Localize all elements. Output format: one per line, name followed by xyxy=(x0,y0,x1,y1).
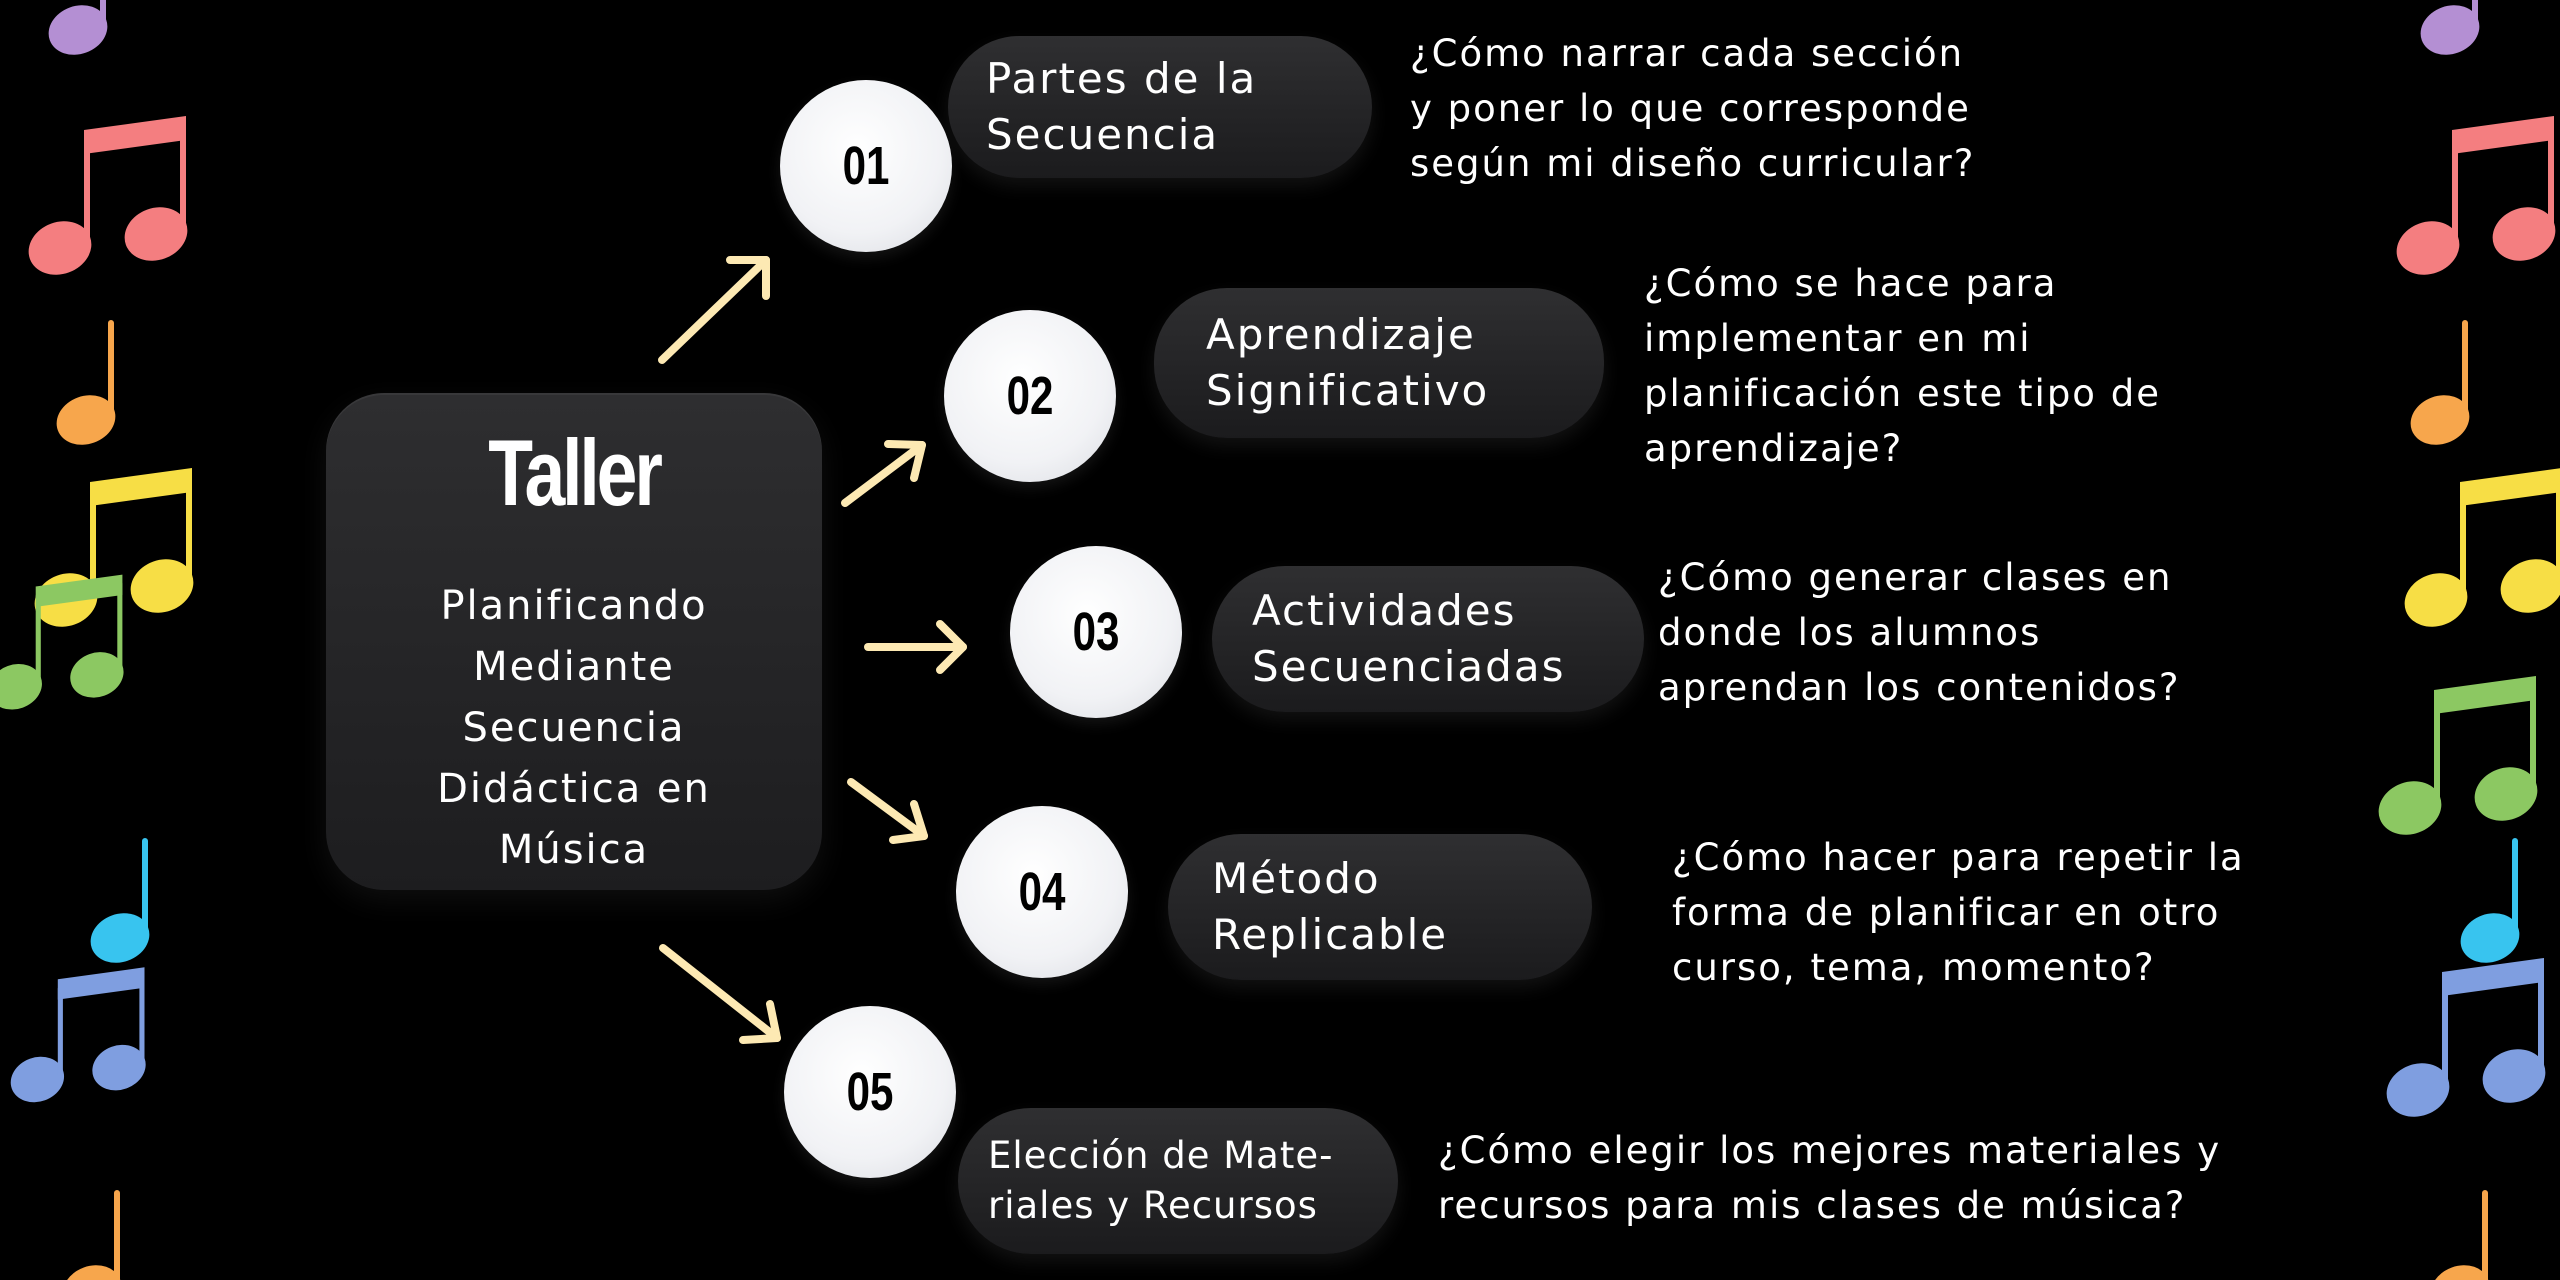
number-badge-02: 02 xyxy=(944,310,1116,482)
topic-label-02: Aprendizaje Significativo xyxy=(1206,310,1490,415)
question-03: ¿Cómo generar clases en donde los alumno… xyxy=(1658,556,2181,709)
topic-pill-04: Método Replicable xyxy=(1168,834,1592,980)
number-text-03: 03 xyxy=(1072,602,1120,662)
number-text-02: 02 xyxy=(1006,366,1054,426)
arrow-to-item-04 xyxy=(847,778,928,844)
number-badge-05: 05 xyxy=(784,1006,956,1178)
topic-pill-01: Partes de la Secuencia xyxy=(948,36,1372,178)
question-01: ¿Cómo narrar cada sección y poner lo que… xyxy=(1410,32,1976,185)
hub-title: Taller xyxy=(488,420,663,525)
hub-subtitle: Planificando Mediante Secuencia Didáctic… xyxy=(437,583,711,873)
topic-label-03: Actividades Secuenciadas xyxy=(1252,586,1566,691)
topic-label-01: Partes de la Secuencia xyxy=(986,54,1258,159)
arrow-to-item-03 xyxy=(864,620,967,674)
number-text-05: 05 xyxy=(846,1062,894,1122)
topic-pill-02: Aprendizaje Significativo xyxy=(1154,288,1604,438)
topic-label-04: Método Replicable xyxy=(1212,854,1449,959)
question-04: ¿Cómo hacer para repetir la forma de pla… xyxy=(1672,836,2245,989)
number-badge-04: 04 xyxy=(956,806,1128,978)
arrow-to-item-02 xyxy=(841,440,926,507)
topic-label-05: Elección de Mate- riales y Recursos xyxy=(988,1134,1334,1227)
question-05: ¿Cómo elegir los mejores materiales y re… xyxy=(1438,1129,2222,1227)
number-text-01: 01 xyxy=(842,136,890,196)
workshop-hub-card: Taller Planificando Mediante Secuencia D… xyxy=(326,393,822,890)
topic-pill-03: Actividades Secuenciadas xyxy=(1212,566,1644,712)
number-badge-01: 01 xyxy=(780,80,952,252)
arrow-to-item-05 xyxy=(659,944,781,1044)
number-text-04: 04 xyxy=(1018,862,1066,922)
topic-pill-05: Elección de Mate- riales y Recursos xyxy=(958,1108,1398,1254)
arrow-to-item-01 xyxy=(658,256,770,364)
number-badge-03: 03 xyxy=(1010,546,1182,718)
question-02: ¿Cómo se hace para implementar en mi pla… xyxy=(1644,262,2161,470)
